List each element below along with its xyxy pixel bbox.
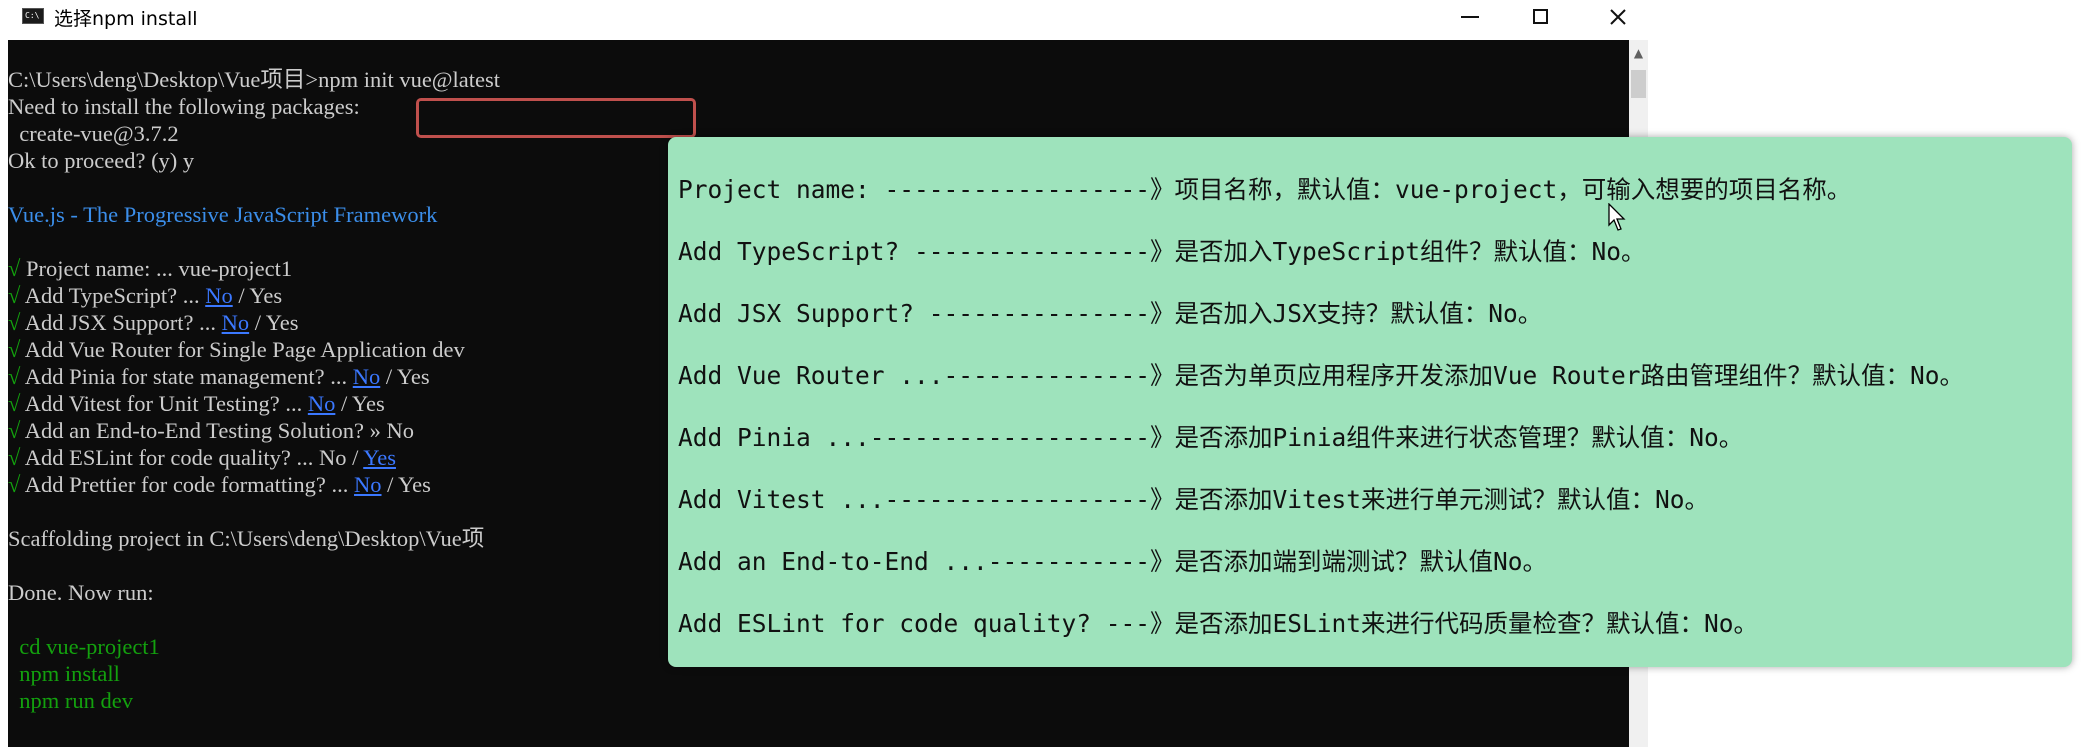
console-segment: √ [8,472,25,497]
console-segment: Add TypeScript? ... [24,283,206,308]
console-segment: Add Vue Router for Single Page Applicati… [24,337,465,362]
console-line: npm run dev [8,687,500,714]
close-icon [1610,8,1626,25]
annotation-line: Project name: ------------------》项目名称，默认… [678,175,1852,204]
console-line: Done. Now run: [8,579,500,606]
console-line: √ Add JSX Support? ... No / Yes [8,309,500,336]
console-text: C:\Users\deng\Desktop\Vue项目>npm init vue… [8,66,500,714]
console-segment: Need to install the following packages: [8,94,360,119]
console-line [8,174,500,201]
annotation-line: Add Pinia ...-------------------》是否添加Pin… [678,423,1744,452]
console-segment: √ [8,418,25,443]
scroll-up-icon[interactable]: ▲ [1633,46,1644,60]
console-segment: No [354,472,382,497]
console-line: C:\Users\deng\Desktop\Vue项目>npm init vue… [8,66,500,93]
maximize-button[interactable] [1510,0,1570,33]
console-segment: Add an End-to-End Testing Solution? » No [24,418,414,443]
console-segment: √ [8,337,25,362]
console-line: cd vue-project1 [8,633,500,660]
console-segment: No [307,391,336,416]
console-segment: Done. Now run: [8,580,154,605]
console-segment: Yes [363,445,396,470]
console-line [8,552,500,579]
console-segment: Add JSX Support? ... [24,310,222,335]
console-segment: Project name: ... vue-project1 [25,256,293,281]
console-line: √ Add Prettier for code formatting? ... … [8,471,500,498]
console-line: √ Add Vitest for Unit Testing? ... No / … [8,390,500,417]
console-line [8,228,500,255]
console-segment: No [221,310,250,335]
close-button[interactable] [1588,0,1648,33]
console-segment: / Yes [335,391,385,416]
console-line: Scaffolding project in C:\Users\deng\Des… [8,525,500,552]
console-line [8,498,500,525]
console-segment: / Yes [381,472,431,497]
console-segment: create-vue@3.7.2 [8,121,179,146]
console-line: √ Project name: ... vue-project1 [8,255,500,282]
console-segment: √ [8,445,25,470]
scroll-thumb[interactable] [1631,70,1646,98]
console-line: √ Add ESLint for code quality? ... No / … [8,444,500,471]
console-line: √ Add Pinia for state management? ... No… [8,363,500,390]
console-segment: √ [8,364,25,389]
console-segment: / Yes [232,283,283,308]
annotation-line: Add Vue Router ...--------------》是否为单页应用… [678,361,1965,390]
console-segment: √ [8,256,26,281]
command-highlight-box [416,98,696,138]
console-segment: No [205,283,233,308]
console-segment: npm install [8,661,120,686]
console-segment: C:\Users\deng\Desktop\Vue项目> [8,67,319,92]
console-segment: Add Vitest for Unit Testing? ... [24,391,308,416]
console-segment: cd vue-project1 [8,634,160,659]
console-segment: Scaffolding project in C:\Users\deng\Des… [8,526,485,551]
console-line: Vue.js - The Progressive JavaScript Fram… [8,201,500,228]
console-segment: Ok to proceed? (y) y [8,148,195,173]
mouse-cursor-icon [1608,203,1626,231]
console-segment: √ [8,283,25,308]
annotation-line: Add TypeScript? ----------------》是否加入Typ… [678,237,1646,266]
console-line: npm install [8,660,500,687]
console-segment: npm init vue@latest [318,67,501,92]
console-line: create-vue@3.7.2 [8,120,500,147]
console-segment: Add Prettier for code formatting? ... [24,472,355,497]
console-line: √ Add Vue Router for Single Page Applica… [8,336,500,363]
minimize-icon [1461,15,1479,18]
annotation-line: Add an End-to-End ...-----------》是否添加端到端… [678,547,1548,576]
maximize-icon [1532,9,1548,24]
console-segment: Add ESLint for code quality? ... No / [24,445,364,470]
console-segment: npm run dev [8,688,133,713]
annotation-line: Add Vitest ...------------------》是否添加Vit… [678,485,1710,514]
console-segment: √ [8,391,25,416]
console-line: √ Add an End-to-End Testing Solution? » … [8,417,500,444]
console-line: Ok to proceed? (y) y [8,147,500,174]
window-title: 选择npm install [54,8,198,30]
window-titlebar: C:\ 选择npm install [0,0,1648,33]
minimize-button[interactable] [1440,0,1500,33]
annotation-panel: Project name: ------------------》项目名称，默认… [668,137,2072,667]
annotation-line: Add ESLint for code quality? ---》是否添加ESL… [678,609,1759,638]
console-segment: √ [8,310,25,335]
console-segment: / Yes [249,310,299,335]
console-line: √ Add TypeScript? ... No / Yes [8,282,500,309]
console-line: Need to install the following packages: [8,93,500,120]
console-app-icon: C:\ [22,8,44,24]
console-segment: / Yes [380,364,430,389]
console-line [8,606,500,633]
console-segment: No [352,364,381,389]
console-segment: Add Pinia for state management? ... [24,364,353,389]
console-segment: Vue.js - The Progressive JavaScript Fram… [8,202,438,227]
annotation-line: Add JSX Support? ---------------》是否加入JSX… [678,299,1543,328]
